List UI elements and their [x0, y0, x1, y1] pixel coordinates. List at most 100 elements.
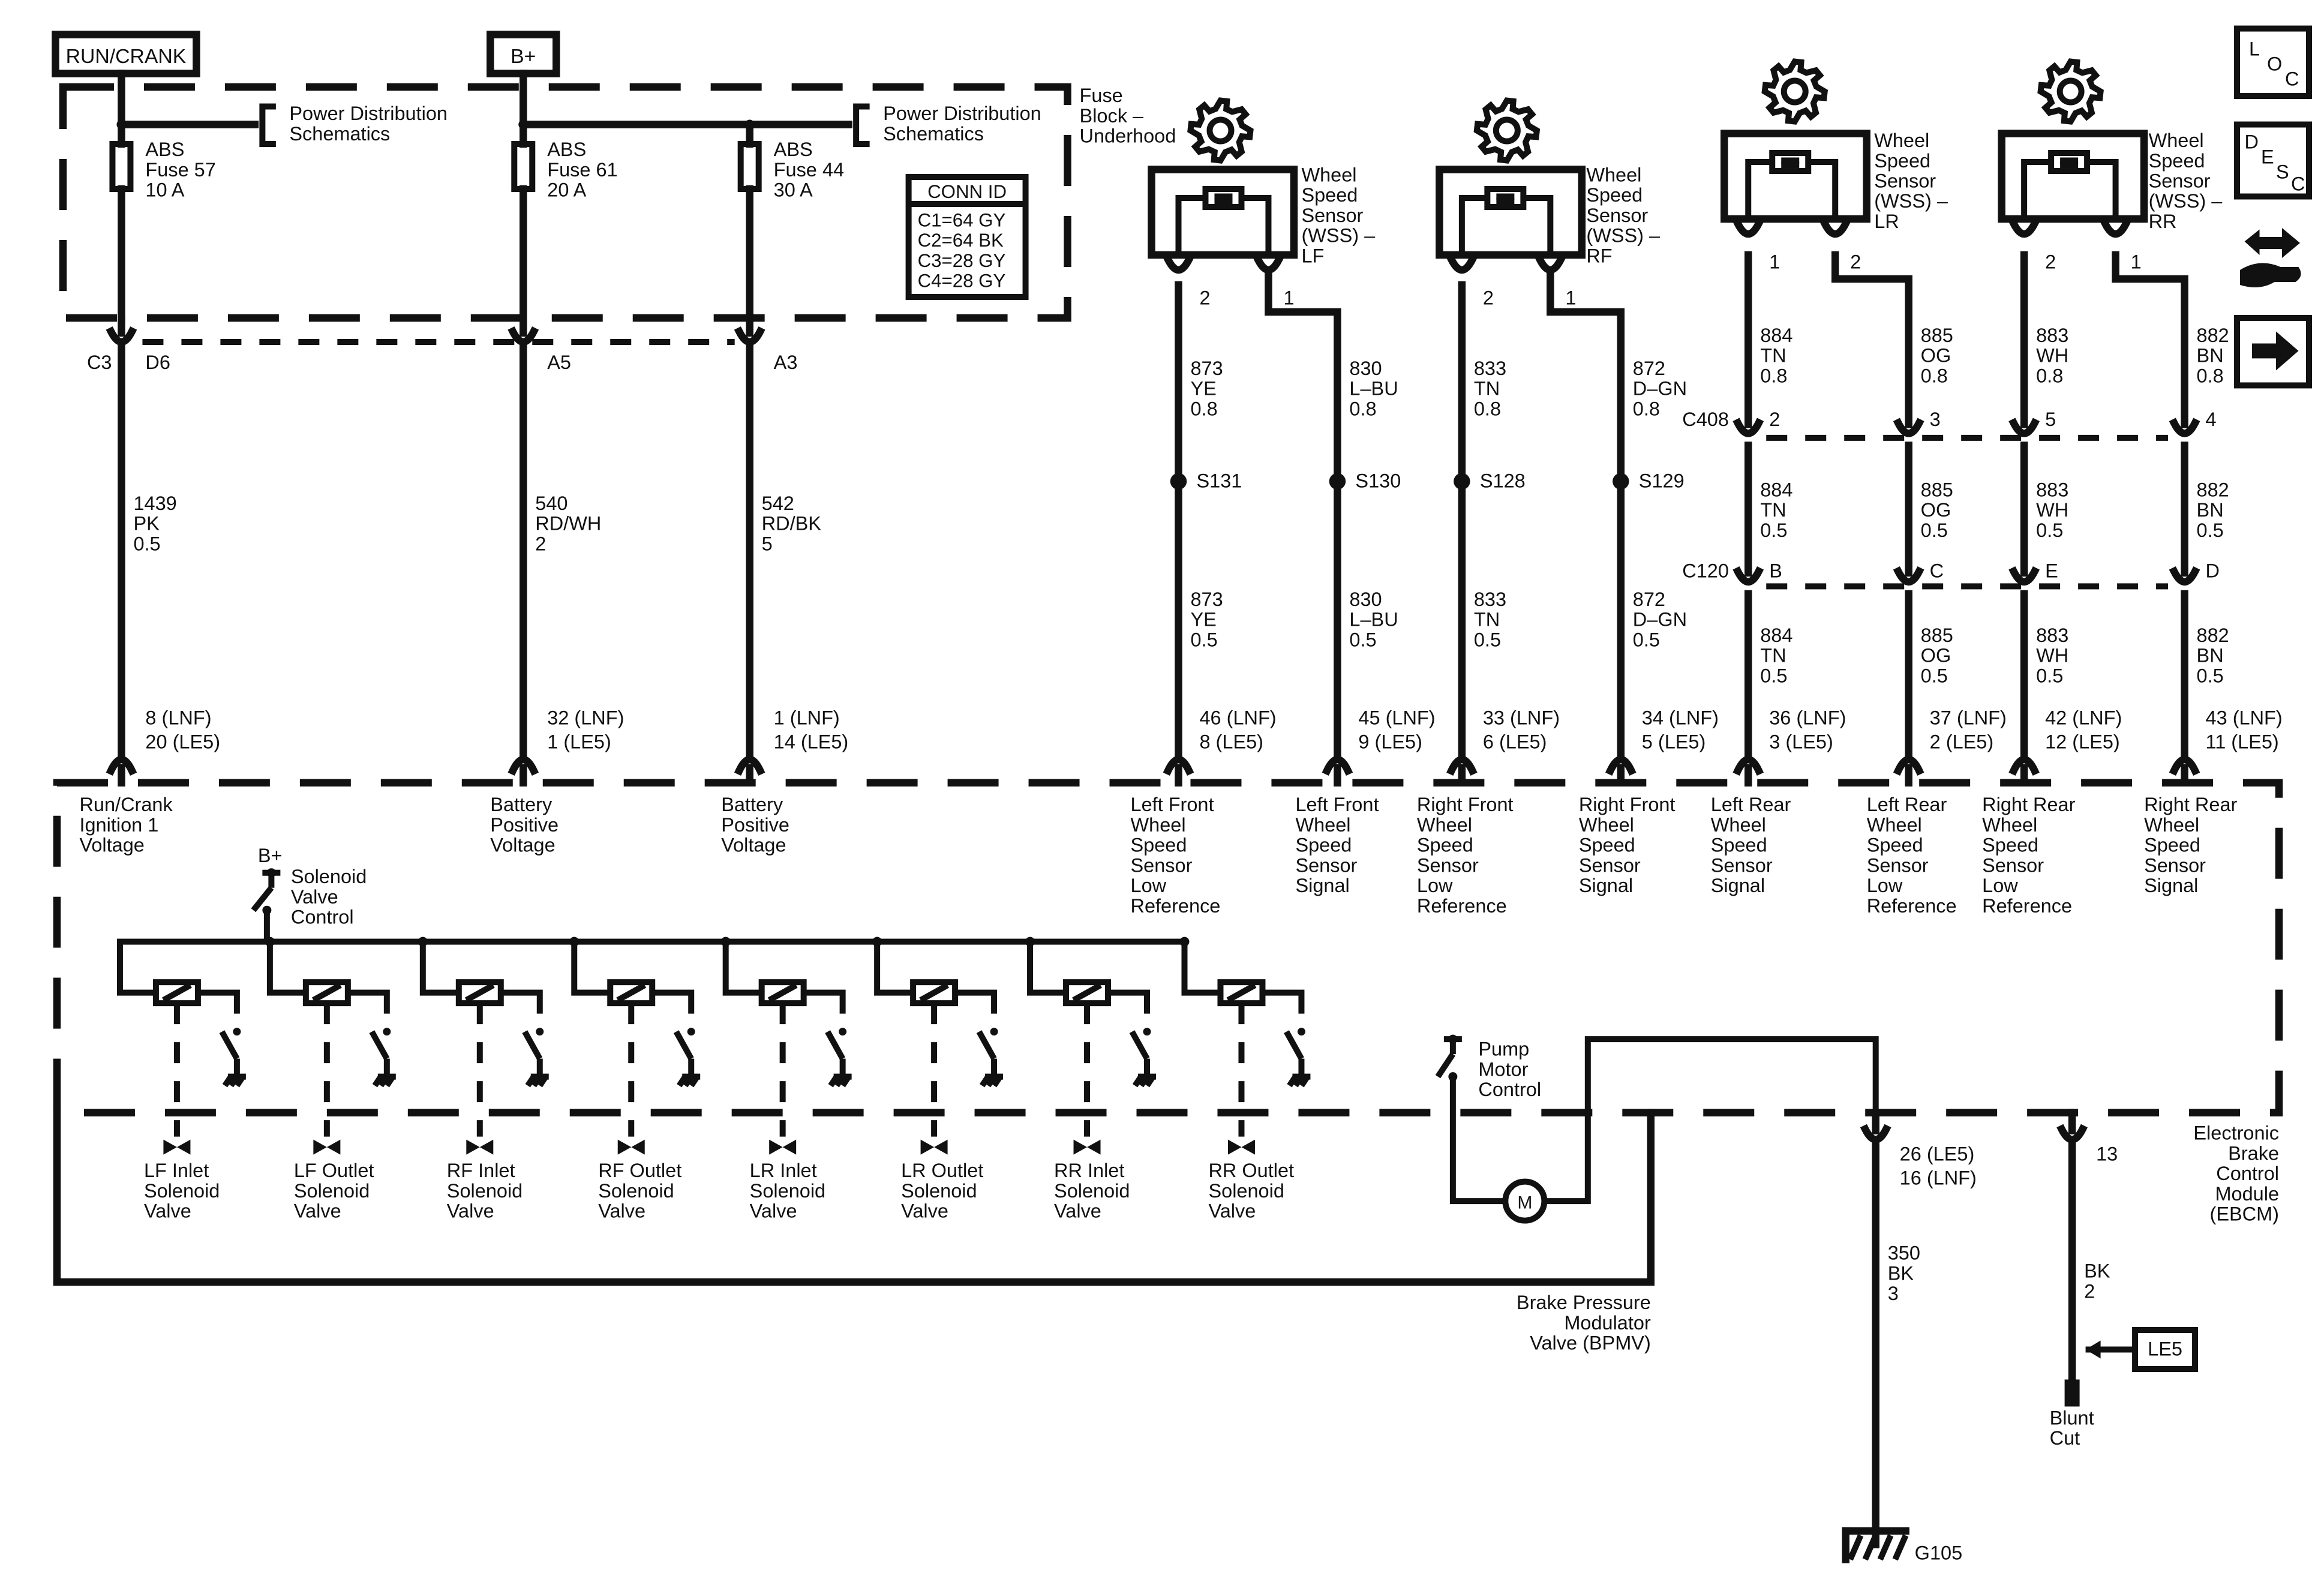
- valve-label: Solenoid: [598, 1180, 674, 1202]
- wire-label: 0.5: [2197, 520, 2224, 541]
- valve-symbol: [617, 1139, 645, 1155]
- ground-pin-label: 16 (LNF): [1900, 1167, 1977, 1189]
- gear-hub: [1780, 77, 1809, 106]
- sensor-pin: 2: [2045, 251, 2056, 272]
- ebcm-function-label: Wheel: [2144, 814, 2199, 836]
- splice-dot: [1329, 473, 1346, 490]
- power-distribution-ref: Power Distribution: [883, 103, 1041, 124]
- wire-label: 0.8: [1474, 398, 1501, 419]
- sensor-name: Sensor: [2149, 170, 2211, 192]
- valve-label: Solenoid: [144, 1180, 220, 1202]
- valve-label: Solenoid: [447, 1180, 523, 1202]
- connector-terminal: [1322, 755, 1353, 776]
- wire-label: 0.5: [1190, 629, 1217, 650]
- wire-label: 872: [1633, 589, 1665, 610]
- ebcm-function-label: Left Front: [1295, 794, 1379, 815]
- pin-label: 4: [2206, 409, 2217, 430]
- conn-id-title: CONN ID: [927, 181, 1007, 202]
- pump-label: Motor: [1478, 1058, 1528, 1080]
- connector-terminal: [1819, 218, 1851, 238]
- wire-label: 884: [1760, 625, 1792, 646]
- wheel-speed-sensor-box: [1721, 130, 1870, 223]
- ebcm-pin-label: 1 (LE5): [547, 731, 611, 752]
- ebcm-pin-label: 12 (LE5): [2045, 731, 2120, 752]
- wire-label: 885: [1921, 325, 1953, 346]
- ebcm-function-label: Speed: [1295, 834, 1352, 856]
- fuse-label: 20 A: [547, 179, 586, 201]
- wire-label: D–GN: [1633, 609, 1687, 631]
- desc-icon: [2234, 121, 2313, 200]
- ebcm-function-label: Right Rear: [1982, 794, 2075, 815]
- wire-label: 883: [2036, 325, 2068, 346]
- wire-label: BN: [2197, 645, 2224, 667]
- ebcm-function-label: Wheel: [1867, 814, 1922, 836]
- wire-label: OG: [1921, 645, 1951, 667]
- ebcm-label: Control: [2216, 1163, 2279, 1184]
- valve-symbol: [920, 1139, 948, 1155]
- ebcm-function-label: Wheel: [1579, 814, 1634, 836]
- loc-icon-letter: C: [2285, 68, 2299, 90]
- wire-label: 884: [1760, 325, 1792, 346]
- pin-label: B: [1769, 560, 1782, 581]
- connector-id: C408: [1682, 409, 1729, 430]
- fuse-label: 10 A: [145, 179, 184, 201]
- connector-terminal: [2008, 218, 2040, 238]
- connector-id: C3: [87, 352, 112, 373]
- ebcm-function-label: Right Front: [1579, 794, 1676, 815]
- ebcm-function-label: Speed: [1579, 834, 1635, 856]
- blunt-cut-label: Blunt: [2050, 1407, 2094, 1428]
- pin-label: 2: [1769, 409, 1780, 430]
- wire-label: L–BU: [1349, 609, 1398, 631]
- fuse-symbol: [737, 141, 762, 193]
- valve-label: RF Outlet: [598, 1160, 681, 1181]
- wire-label: 873: [1190, 358, 1223, 379]
- ebcm-function-label: Speed: [1867, 834, 1923, 856]
- connector-terminal: [1893, 755, 1924, 776]
- ebcm-function-label: Positive: [721, 814, 789, 836]
- valve-label: Valve: [750, 1200, 797, 1222]
- wire-label: 0.5: [2197, 665, 2224, 686]
- valve-label: LF Inlet: [144, 1160, 209, 1181]
- conn-id-row: C1=64 GY: [918, 209, 1006, 230]
- ebcm-pin-label: 46 (LNF): [1199, 707, 1276, 728]
- connector-terminal: [1446, 755, 1478, 776]
- solenoid-control-label: Solenoid: [291, 866, 367, 887]
- wire-label: OG: [1921, 345, 1951, 367]
- wire-label: PK: [133, 513, 160, 535]
- ebcm-pin-label: 43 (LNF): [2206, 707, 2283, 728]
- pin-label: 5: [2045, 409, 2056, 430]
- wire-label: BN: [2197, 499, 2224, 521]
- gear-hub: [1206, 116, 1235, 145]
- fuse-label: Fuse 44: [774, 159, 844, 181]
- valve-label: Valve: [1054, 1200, 1101, 1222]
- wheel-speed-sensor-box: [1998, 130, 2148, 223]
- ebcm-function-label: Reference: [1867, 895, 1957, 917]
- connector-terminal: [1605, 755, 1637, 776]
- valve-label: Solenoid: [750, 1180, 825, 1202]
- ebcm-pin-label: 33 (LNF): [1483, 707, 1560, 728]
- wire-label: TN: [1760, 645, 1786, 667]
- wire-label: 885: [1921, 479, 1953, 500]
- wire-label: RD/WH: [535, 513, 601, 535]
- ebcm-function-label: Low: [1867, 875, 1903, 896]
- valve-label: RF Inlet: [447, 1160, 515, 1181]
- ebcm-function-label: Left Rear: [1711, 794, 1791, 815]
- valve-label: LR Outlet: [901, 1160, 983, 1181]
- sensor-name: LR: [1874, 211, 1899, 232]
- splice-id: S130: [1355, 470, 1401, 491]
- sensor-name: LF: [1301, 245, 1324, 266]
- fuse-symbol: [109, 141, 134, 193]
- next-arrow-icon: [2234, 314, 2313, 389]
- terminal: [990, 1028, 998, 1036]
- sensor-pin: 2: [1199, 287, 1210, 308]
- ebcm-function-label: Sensor: [1295, 854, 1357, 876]
- splice-id: S128: [1480, 470, 1526, 491]
- wire-label: 1439: [133, 493, 176, 514]
- ebcm-function-label: Battery: [490, 794, 553, 815]
- connector-terminal: [1733, 566, 1764, 586]
- ebcm-pin-label: 14 (LE5): [774, 731, 849, 752]
- connector-terminal: [2008, 566, 2040, 586]
- wire-label: TN: [1474, 609, 1500, 631]
- valve-label: Solenoid: [901, 1180, 977, 1202]
- connector-terminal: [734, 326, 765, 346]
